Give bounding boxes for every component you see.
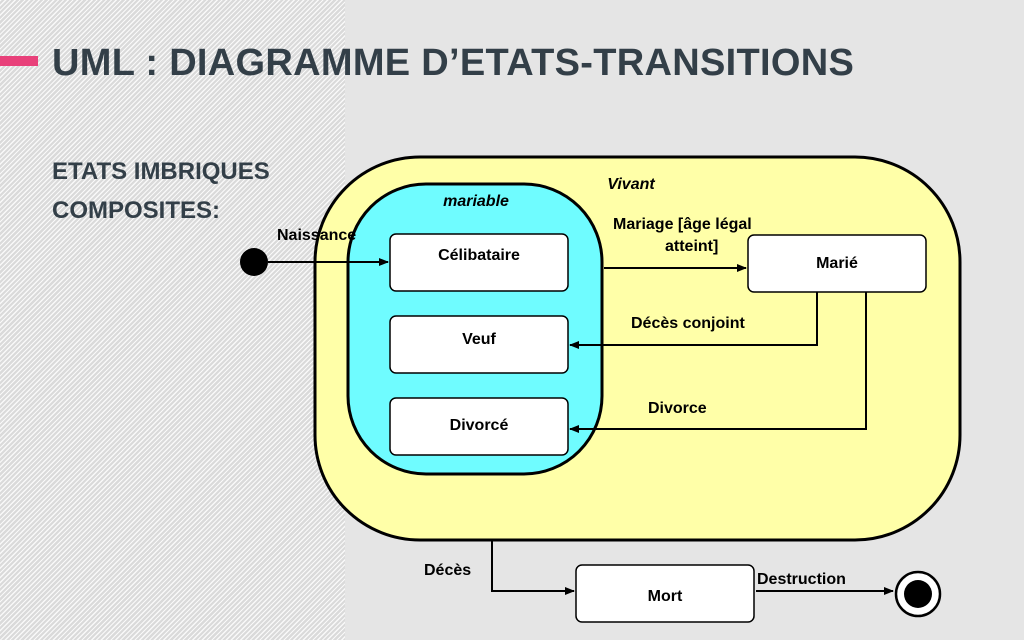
label-naissance: Naissance	[277, 227, 356, 244]
subtitle-line-2: COMPOSITES:	[52, 197, 221, 224]
label-celibataire: Célibataire	[438, 247, 520, 264]
final-state-dot-icon	[904, 580, 932, 608]
initial-state-icon	[240, 248, 268, 276]
subtitle-line-1: ETATS IMBRIQUES	[52, 158, 270, 185]
label-deces-conjoint: Décès conjoint	[631, 315, 745, 332]
label-marie: Marié	[816, 255, 858, 272]
label-vivant: Vivant	[607, 176, 655, 193]
label-divorce-transition: Divorce	[648, 400, 707, 417]
label-veuf: Veuf	[462, 331, 496, 348]
title-accent-bar	[0, 56, 38, 66]
slide-subtitle: ETATS IMBRIQUES COMPOSITES:	[52, 152, 270, 230]
label-mariable: mariable	[443, 193, 509, 210]
transition-divorce	[569, 292, 867, 433]
state-mort	[575, 564, 755, 623]
transition-deces-conjoint	[569, 292, 818, 349]
state-divorce	[389, 397, 569, 456]
state-veuf	[389, 315, 569, 374]
label-deces: Décès	[424, 562, 471, 579]
label-mort: Mort	[648, 588, 683, 605]
slide-title: UML : DIAGRAMME D’ETATS-TRANSITIONS	[52, 42, 855, 84]
hatched-background-panel	[0, 0, 345, 640]
label-mariage-line-1: Mariage [âge légal	[613, 216, 752, 233]
state-celibataire	[389, 233, 569, 292]
state-marie	[747, 234, 927, 293]
label-divorce-state: Divorcé	[450, 417, 509, 434]
label-mariage-line-2: atteint]	[665, 238, 718, 255]
label-destruction: Destruction	[757, 571, 846, 588]
transition-deces	[491, 540, 575, 595]
